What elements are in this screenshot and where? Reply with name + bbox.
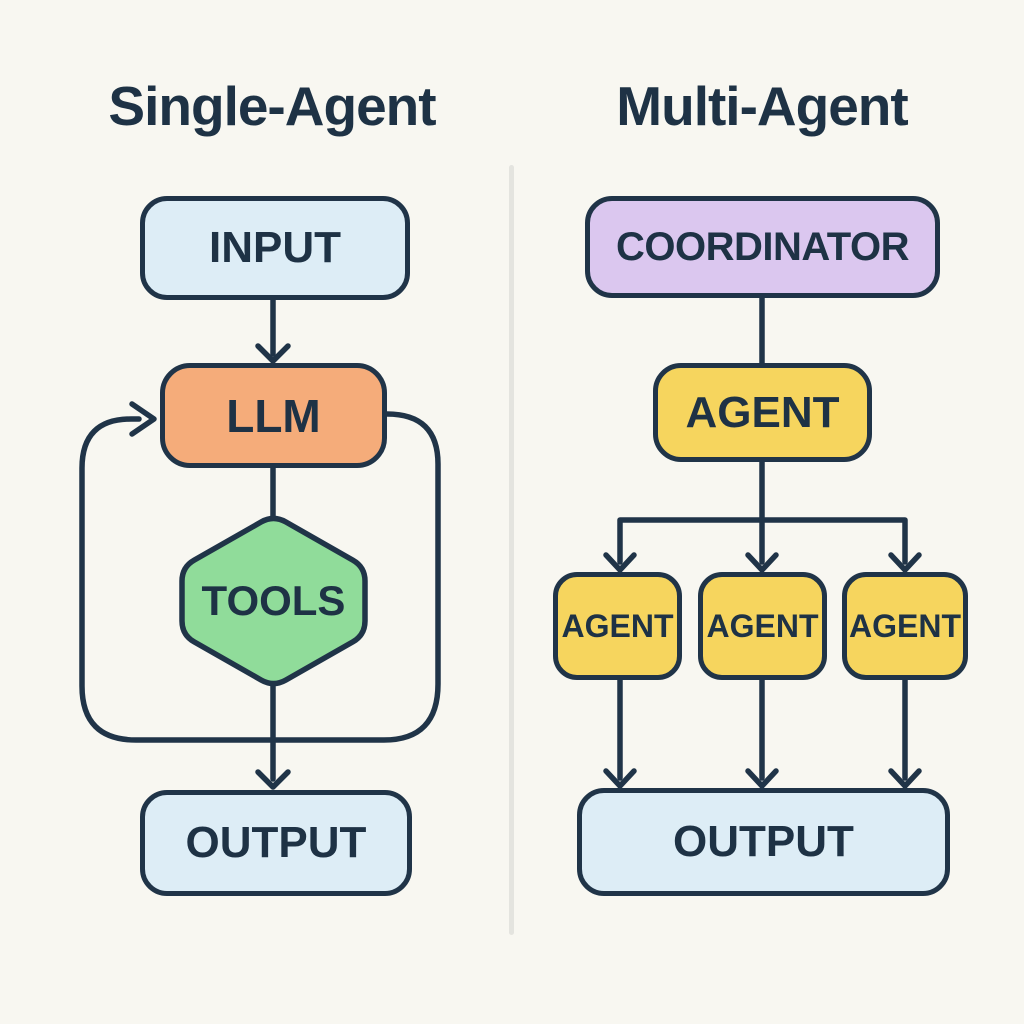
single-agent-title: Single-Agent xyxy=(108,75,436,137)
node-tools-label: TOOLS xyxy=(201,577,346,624)
arrowhead-agent3-output-icon xyxy=(888,768,922,789)
node-agent-sub-2-label: AGENT xyxy=(706,607,819,644)
node-agent-sub-2: AGENT xyxy=(698,572,827,680)
arrowhead-branch-agent1-icon xyxy=(603,552,637,573)
arrowhead-branch-agent2-icon xyxy=(745,552,779,573)
arrowhead-branch-agent3-icon xyxy=(888,552,922,573)
node-coordinator-label: COORDINATOR xyxy=(615,224,910,269)
node-agent-sub-3: AGENT xyxy=(842,572,968,680)
node-output-multi: OUTPUT xyxy=(577,788,950,896)
node-llm: LLM xyxy=(160,363,387,468)
panel-divider xyxy=(509,165,514,935)
arrowhead-agent2-output-icon xyxy=(745,768,779,789)
node-agent-sub-1: AGENT xyxy=(553,572,682,680)
node-coordinator: COORDINATOR xyxy=(585,196,940,298)
node-agent-sub-3-label: AGENT xyxy=(849,607,961,644)
edge-llm-loop xyxy=(79,411,441,743)
node-agent-sub-1-label: AGENT xyxy=(561,607,674,644)
node-input: INPUT xyxy=(140,196,410,300)
tools-hexagon-shape xyxy=(179,515,368,687)
node-llm-label: LLM xyxy=(226,389,321,442)
node-input-label: INPUT xyxy=(209,223,341,272)
arrowhead-input-to-llm-icon xyxy=(255,343,291,364)
node-output-multi-label: OUTPUT xyxy=(673,817,854,866)
arrowhead-agent1-output-icon xyxy=(603,768,637,789)
node-output-single-label: OUTPUT xyxy=(185,818,367,867)
arrowhead-tools-to-output-icon xyxy=(255,769,291,790)
node-tools: TOOLS xyxy=(183,571,364,631)
multi-agent-title: Multi-Agent xyxy=(616,75,908,137)
arrowhead-loop-to-llm-icon xyxy=(129,401,157,437)
node-agent-main-label: AGENT xyxy=(685,387,840,437)
node-output-single: OUTPUT xyxy=(140,790,412,896)
node-agent-main: AGENT xyxy=(653,363,872,462)
